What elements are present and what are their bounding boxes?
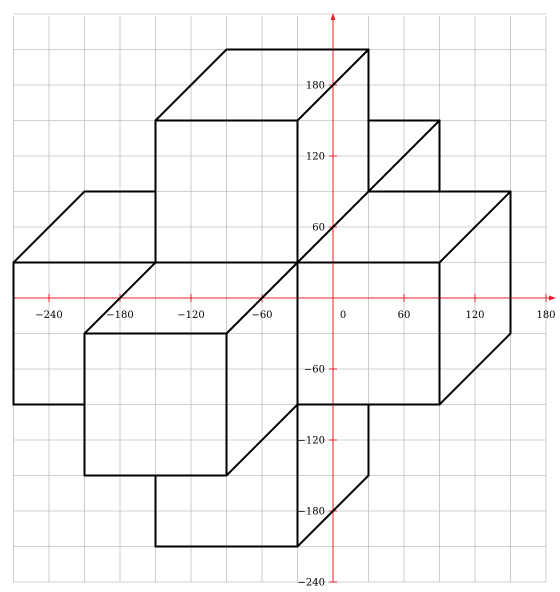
y-tick-label: −60 (304, 365, 325, 376)
x-tick-label: −180 (106, 310, 133, 321)
cube-edge (12, 190, 86, 264)
x-tick-label: −240 (35, 310, 62, 321)
x-tick-label: 60 (398, 310, 411, 321)
cube-cross-shape (12, 48, 512, 548)
x-tick-label: −60 (251, 310, 272, 321)
axes (13, 13, 556, 583)
cube-edge (225, 261, 299, 335)
cube-edge (83, 261, 157, 335)
y-tick-label: 180 (306, 81, 325, 92)
y-axis-arrowhead (330, 13, 336, 20)
cube-edge (296, 48, 370, 122)
x-tick-label: −120 (177, 310, 204, 321)
y-tick-label: 60 (312, 223, 325, 234)
y-tick-label: −180 (298, 507, 325, 518)
y-tick-label: −240 (298, 578, 325, 589)
x-tick-label: 120 (465, 310, 484, 321)
y-tick-label: −120 (298, 436, 325, 447)
cube-edge (438, 332, 512, 406)
cube-edge (225, 403, 299, 477)
x-tick-label: 0 (340, 310, 346, 321)
y-tick-label: 120 (306, 152, 325, 163)
cube-edge (438, 190, 512, 264)
cube-edge (296, 474, 370, 548)
x-axis-arrowhead (549, 295, 556, 301)
cube-edge (154, 48, 228, 122)
tick-labels: −240 −180 −120 −60 0 60 120 180 180 120 60 −60 −120 −… (35, 81, 555, 589)
x-tick-label: 180 (536, 310, 555, 321)
